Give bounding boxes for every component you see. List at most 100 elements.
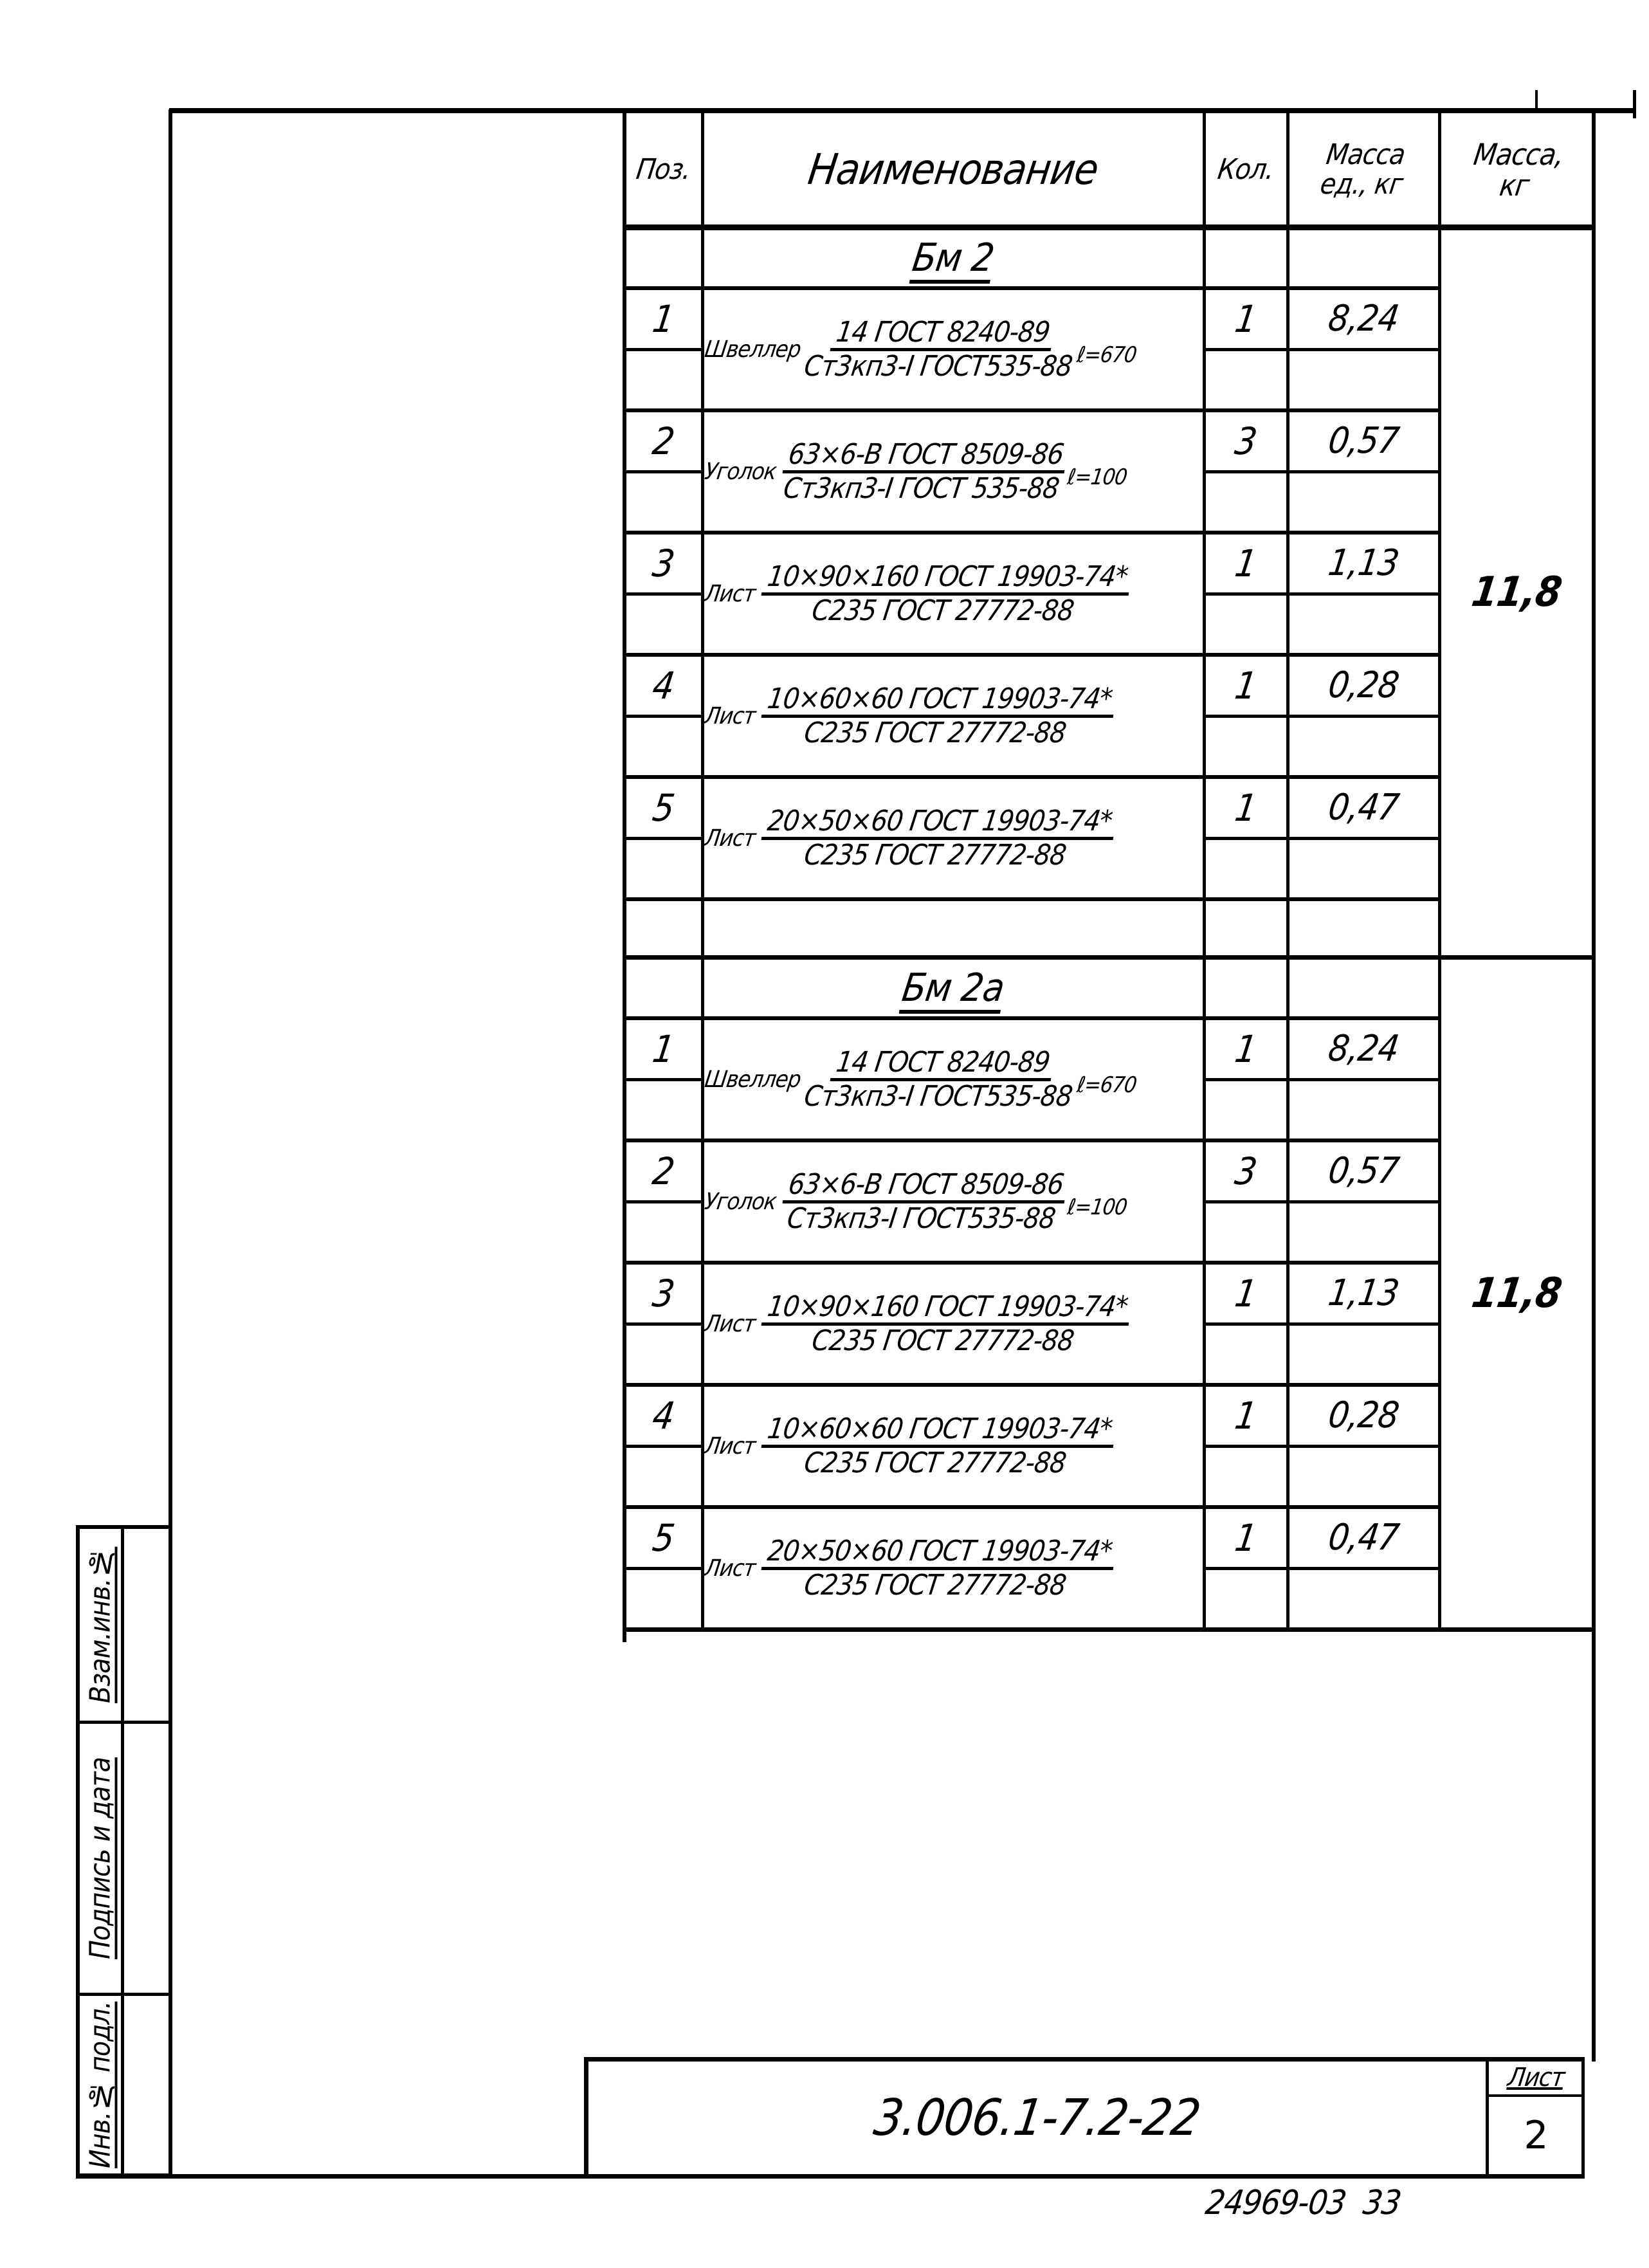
row-border	[624, 1383, 1439, 1387]
half-row-border	[1204, 1200, 1439, 1203]
item-kind: Лист	[703, 1432, 757, 1459]
item-designation: 10×60×60 ГОСТ 19903-74*С235 ГОСТ 27772-8…	[757, 1413, 1118, 1479]
footer-archive-code: 24969-03 33	[1203, 2184, 1403, 2222]
side-field-replaced-inv-no[interactable]	[124, 1529, 169, 1721]
frame-top-tick-1	[1535, 90, 1538, 111]
side-label-replaced-inv-no: Взам.инв.№	[84, 1546, 117, 1703]
item-length: ℓ=670	[1075, 1072, 1138, 1098]
side-strip-divider-2	[76, 1993, 171, 1996]
column-border	[1438, 111, 1441, 1629]
column-border-left	[623, 111, 626, 1642]
item-unit-mass: 0,28	[1326, 664, 1401, 706]
half-row-border	[624, 715, 702, 718]
item-kind: Лист	[703, 580, 757, 607]
section-title: Бм 2а	[899, 965, 1007, 1011]
half-row-border	[624, 1078, 702, 1081]
half-row-border	[1204, 470, 1439, 473]
item-kind: Лист	[703, 702, 757, 729]
document-code: 3.006.1-7.2-22	[870, 2089, 1204, 2147]
side-strip-column-divider	[121, 1525, 124, 2177]
frame-left-border	[169, 109, 172, 2179]
row-border	[624, 286, 1439, 290]
row-border	[624, 955, 1439, 960]
item-designation-denominator: С235 ГОСТ 27772-88	[802, 1446, 1068, 1479]
row-border	[624, 1505, 1439, 1509]
half-row-border	[1204, 348, 1439, 351]
header-total-mass: Масса, кг	[1471, 136, 1566, 203]
item-designation-numerator: 10×60×60 ГОСТ 19903-74*	[761, 1413, 1118, 1448]
item-length: ℓ=100	[1066, 464, 1129, 490]
item-designation-numerator: 20×50×60 ГОСТ 19903-74*	[761, 1535, 1118, 1570]
item-designation: 10×90×160 ГОСТ 19903-74*С235 ГОСТ 27772-…	[757, 1290, 1133, 1357]
item-designation: 10×90×160 ГОСТ 19903-74*С235 ГОСТ 27772-…	[757, 560, 1133, 627]
half-row-border	[624, 1322, 702, 1326]
item-designation-denominator: Ст3кп3-I ГОСТ535-88	[802, 1079, 1075, 1113]
item-designation-denominator: С235 ГОСТ 27772-88	[802, 838, 1068, 872]
title-block	[584, 2057, 1585, 2177]
side-field-original-inv-no[interactable]	[124, 1996, 169, 2174]
item-quantity: 1	[1232, 1271, 1259, 1315]
half-row-border	[1204, 1567, 1439, 1570]
half-row-border	[624, 837, 702, 840]
sheet-number: 2	[1524, 2113, 1549, 2158]
row-border	[624, 408, 1439, 412]
title-block-sheet-label-divider	[1487, 2094, 1583, 2097]
side-strip-divider-1	[76, 1721, 171, 1724]
item-kind: Лист	[703, 825, 757, 852]
item-position: 1	[650, 1027, 677, 1071]
half-row-border	[1204, 592, 1439, 596]
sheet-label: Лист	[1506, 2062, 1567, 2092]
table-bottom-border	[624, 1627, 1594, 1632]
item-quantity: 1	[1232, 1027, 1259, 1071]
header-bottom-border	[624, 224, 1594, 230]
half-row-border	[1204, 837, 1439, 840]
item-kind: Уголок	[703, 1188, 778, 1215]
item-kind: Швеллер	[703, 1066, 803, 1093]
item-designation-numerator: 63×6-В ГОСТ 8509-86	[782, 438, 1070, 473]
item-position: 5	[650, 785, 677, 830]
item-quantity: 1	[1232, 785, 1259, 830]
item-position: 3	[650, 1271, 677, 1315]
item-kind: Лист	[703, 1310, 757, 1337]
row-border	[624, 1139, 1439, 1142]
item-position: 1	[650, 297, 677, 341]
column-border	[1203, 111, 1206, 1629]
item-quantity: 1	[1232, 297, 1259, 341]
item-kind: Швеллер	[703, 336, 803, 363]
item-designation-numerator: 10×90×160 ГОСТ 19903-74*	[761, 560, 1133, 596]
half-row-border	[624, 348, 702, 351]
item-quantity: 1	[1232, 541, 1259, 585]
row-border	[624, 531, 1439, 535]
item-quantity: 3	[1232, 1149, 1259, 1193]
item-unit-mass: 8,24	[1326, 1028, 1401, 1070]
side-field-signature-date[interactable]	[124, 1724, 169, 1993]
item-unit-mass: 0,57	[1326, 420, 1401, 462]
half-row-border	[624, 1200, 702, 1203]
item-designation-numerator: 63×6-В ГОСТ 8509-86	[782, 1168, 1070, 1203]
half-row-border	[624, 592, 702, 596]
item-designation-denominator: С235 ГОСТ 27772-88	[802, 1568, 1068, 1602]
item-position: 3	[650, 541, 677, 585]
item-designation-numerator: 10×60×60 ГОСТ 19903-74*	[761, 682, 1118, 718]
half-row-border	[624, 1445, 702, 1448]
header-unit-mass: Масса ед., кг	[1318, 138, 1407, 201]
item-designation: 10×60×60 ГОСТ 19903-74*С235 ГОСТ 27772-8…	[757, 682, 1118, 749]
half-row-border	[1204, 1445, 1439, 1448]
item-position: 4	[650, 663, 677, 708]
item-designation: 20×50×60 ГОСТ 19903-74*С235 ГОСТ 27772-8…	[757, 1535, 1118, 1602]
item-designation-denominator: Ст3кп3-I ГОСТ 535-88	[781, 471, 1061, 505]
frame-top-tick-2	[1633, 90, 1636, 118]
item-quantity: 1	[1232, 1393, 1259, 1438]
column-border	[701, 111, 704, 1629]
item-position: 4	[650, 1393, 677, 1438]
